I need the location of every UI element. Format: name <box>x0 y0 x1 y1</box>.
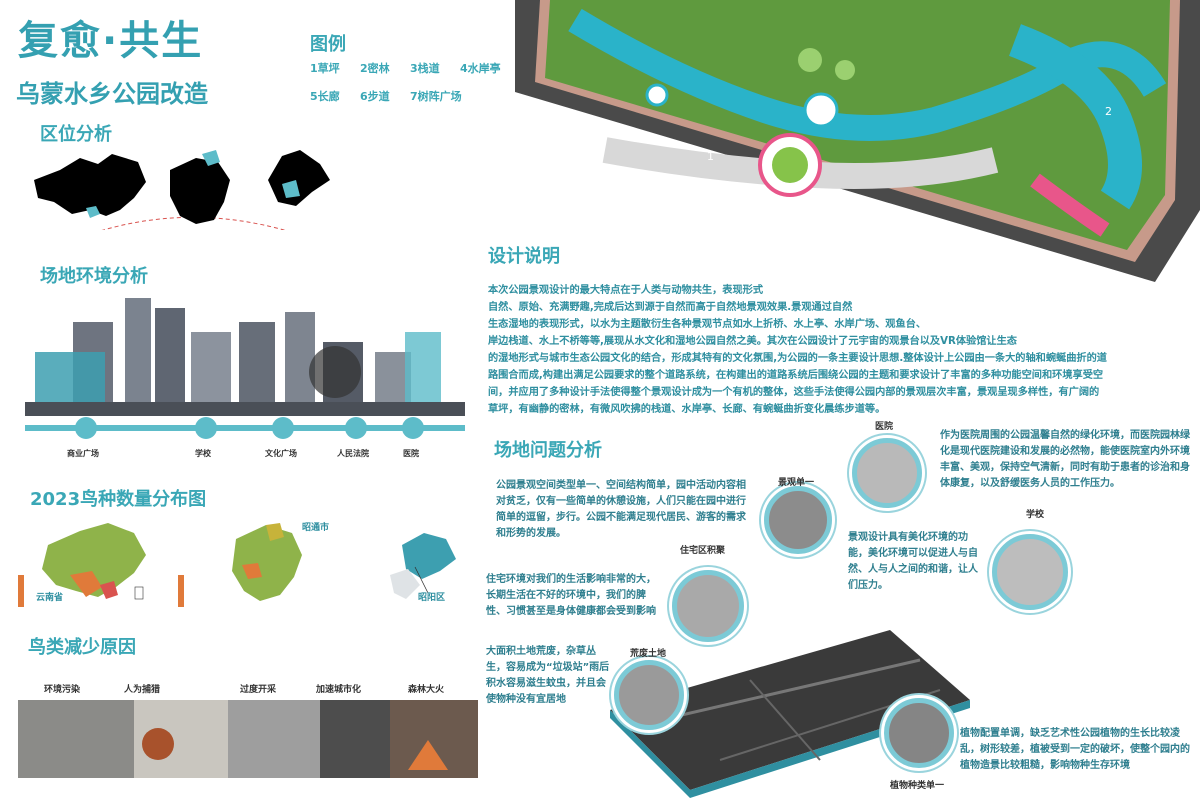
page-subtitle: 乌蒙水乡公园改造 <box>16 80 208 108</box>
callout-label: 植物种类单一 <box>890 781 945 791</box>
timeline-dot <box>195 417 217 439</box>
city-skyline-image <box>25 292 465 416</box>
section-problems-title: 场地问题分析 <box>494 440 602 461</box>
legend-item: 4水岸亭 <box>460 62 501 75</box>
school-photo <box>992 534 1068 610</box>
zhaotong-highlight-icon <box>202 150 220 166</box>
location-maps <box>34 150 330 230</box>
timeline-label: 医院 <box>403 449 419 458</box>
callout-label: 学校 <box>1026 510 1045 520</box>
design-line: 路围合而成,构建出满足公园要求的整个道路系统，在构建出的道路系统后围绕公园的主题… <box>488 370 1104 381</box>
yunnan-highlight-icon <box>86 206 100 218</box>
label-yunnan: 云南省 <box>36 593 64 603</box>
design-line: 生态湿地的表现形式，以水为主题散衍生各种景观节点如水上折桥、水上亭、水岸广场、观… <box>488 319 927 330</box>
section-birds-title: 2023鸟种数量分布图 <box>30 489 207 510</box>
plants-photo <box>884 698 954 768</box>
zhaoyang-highlight-icon <box>282 180 300 198</box>
svg-text:2: 2 <box>1105 105 1112 118</box>
reason-label: 人为捕猎 <box>124 685 161 695</box>
timeline-label: 人民法院 <box>337 449 369 458</box>
problem-text: 公园景观空间类型单一、空间结构简单，园中活动内容相对贫乏，仅有一些简单的休憩设施… <box>496 480 746 539</box>
wasteland-photo <box>614 660 684 730</box>
section-location-title: 区位分析 <box>40 124 112 145</box>
legend-item: 2密林 <box>360 62 390 75</box>
design-line: 自然、原始、充满野趣,完成后达到源于自然而高于自然地景观效果.景观通过自然 <box>488 302 853 313</box>
callout-label: 荒废土地 <box>630 649 667 659</box>
design-line: 的湿地形式与城市生态公园文化的结合，形成其特有的文化氛围,为公园的一条主要设计思… <box>488 353 1107 364</box>
bird-distribution-maps <box>18 523 456 607</box>
yunnan-map-icon <box>170 158 230 224</box>
legend-title: 图例 <box>310 34 346 55</box>
zhaotong-map-icon <box>268 150 330 206</box>
timeline-label: 商业广场 <box>67 449 99 458</box>
svg-text:1: 1 <box>707 150 714 163</box>
problem-text: 植物配置单调，缺乏艺术性公园植物的生长比较凌乱，树形较差，植被受到一定的破坏，使… <box>960 728 1190 771</box>
reason-label: 过度开采 <box>240 685 277 695</box>
design-text-block: 本次公园景观设计的最大特点在于人类与动物共生，表现形式 自然、原始、充满野趣,完… <box>488 282 1194 418</box>
reason-label: 森林大火 <box>408 685 445 695</box>
china-heatmap-icon <box>42 523 146 597</box>
timeline-dot <box>75 417 97 439</box>
problem-text: 作为医院周围的公园温馨自然的绿化环境，而医院园林绿化是现代医院建设和发展的必然物… <box>940 430 1190 489</box>
timeline-bar <box>25 425 465 431</box>
page-title: 复愈·共生 <box>18 18 204 64</box>
hospital-photo <box>852 438 922 508</box>
section-decline-title: 鸟类减少原因 <box>28 637 136 658</box>
legend-item: 6步道 <box>360 90 390 103</box>
timeline-dot <box>402 417 424 439</box>
legend-item: 7树阵广场 <box>410 90 462 103</box>
legend-item: 5长廊 <box>310 90 340 103</box>
single-view-photo <box>764 486 832 554</box>
timeline-label: 文化广场 <box>265 449 297 458</box>
reason-label: 加速城市化 <box>316 685 362 695</box>
park-master-plan: 2 1 <box>515 0 1200 282</box>
problem-text: 住宅环境对我们的生活影响非常的大，长期生活在不好的环境中，我们的脾性、习惯甚至是… <box>486 574 656 617</box>
residential-photo <box>672 570 744 642</box>
label-zhaotong: 昭通市 <box>302 523 330 533</box>
legend-item: 1草坪 <box>310 62 340 75</box>
china-map-icon <box>34 154 146 216</box>
yunnan-heatmap-icon <box>232 525 302 601</box>
timeline-dot <box>345 417 367 439</box>
reason-label: 环境污染 <box>44 685 81 695</box>
section-design-title: 设计说明 <box>488 246 560 267</box>
design-line: 草坪，有幽静的密林，有微风吹拂的栈道、水岸亭、长廊、有蜿蜒曲折变化晨练步道等。 <box>488 404 886 415</box>
timeline-dot <box>272 417 294 439</box>
section-environment-title: 场地环境分析 <box>40 266 148 287</box>
callout-label: 医院 <box>875 422 894 432</box>
decline-photo-strip <box>18 700 478 778</box>
design-line: 本次公园景观设计的最大特点在于人类与动物共生，表现形式 <box>488 285 764 296</box>
callout-label: 住宅区积聚 <box>680 546 726 556</box>
design-line: 岸边栈道、水上不桥等等,展现从水文化和湿地公园自然之美。其次在公园设计了元宇宙的… <box>488 336 1017 347</box>
design-line: 间，并应用了多种设计手法使得整个景观设计成为一个有机的整体，这些手法使得公园内部… <box>488 387 1100 398</box>
callout-label: 景观单一 <box>778 478 815 488</box>
timeline-label: 学校 <box>195 449 211 458</box>
problem-text: 大面积土地荒废，杂草丛生，容易成为“垃圾站”雨后积水容易滋生蚊虫，并且会使物种没… <box>486 646 610 705</box>
label-zhaoyang: 昭阳区 <box>418 593 446 603</box>
problem-text: 景观设计具有美化环境的功能，美化环境可以促进人与自然、人与人之间的和谐，让人们压… <box>848 532 978 591</box>
legend-item: 3栈道 <box>410 62 440 75</box>
